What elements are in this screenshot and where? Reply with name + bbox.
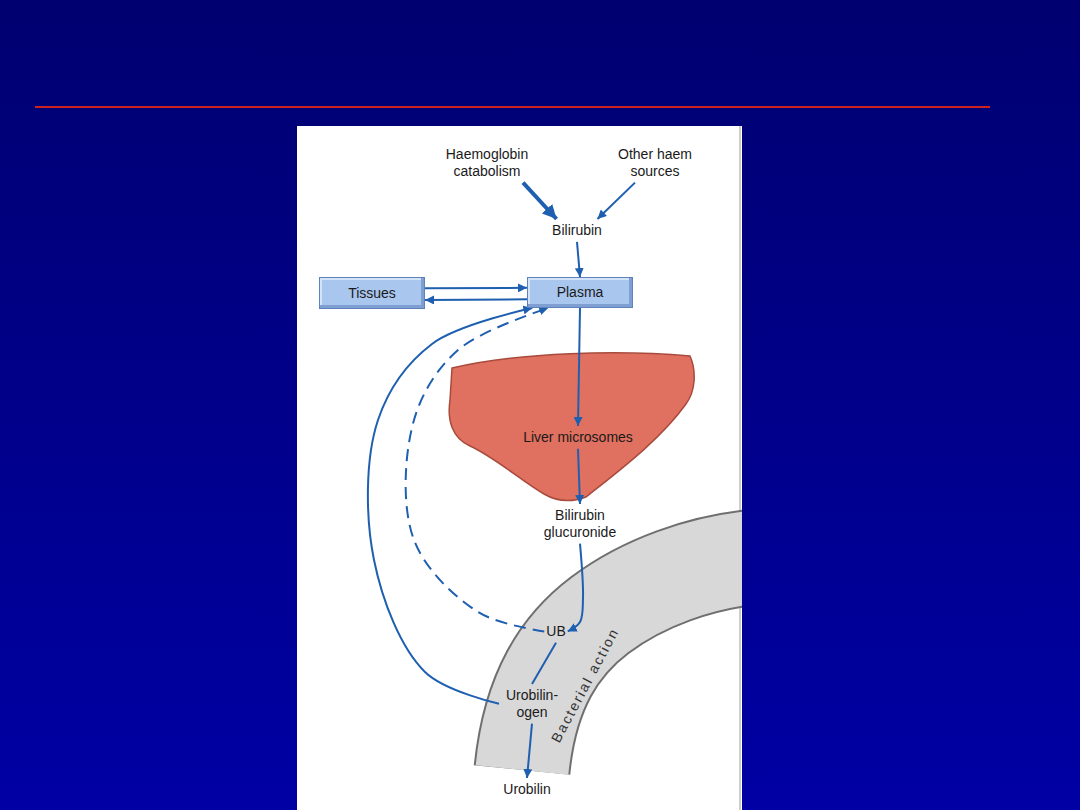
source-text: Haemoglobin catabolism — [427, 143, 547, 183]
intestine-wall — [522, 556, 742, 770]
title-rule — [35, 106, 990, 108]
compound-text: Urobilin- ogen — [499, 684, 565, 724]
flow-arrow — [568, 544, 583, 632]
flow-arrow — [527, 724, 532, 778]
node-text: Bilirubin glucuronide — [532, 507, 628, 541]
process-label: Bacterial action — [548, 625, 622, 745]
flow-arrow — [532, 643, 556, 684]
panel-edge — [740, 126, 741, 810]
flow-arrow — [425, 287, 527, 289]
source-text: Other haem sources — [605, 143, 705, 183]
node-text: Plasma — [557, 284, 604, 301]
intestine-lumen — [522, 556, 742, 770]
flow-arrow — [578, 308, 580, 426]
node-text: Bilirubin — [552, 222, 602, 239]
figure-panel — [297, 126, 742, 810]
node-text: Tissues — [348, 285, 396, 302]
flow-arrow — [523, 183, 557, 219]
node-text: UB — [546, 623, 565, 640]
liver-illustration — [449, 353, 694, 501]
flow-arrow — [425, 298, 527, 301]
compound-text: UB — [544, 620, 567, 643]
compound-text: Bilirubin glucuronide — [530, 504, 630, 544]
node-text: Haemoglobin catabolism — [429, 146, 545, 180]
flow-arrow — [578, 449, 580, 504]
compartment-box: Tissues — [319, 277, 425, 309]
node-text: Urobilin- ogen — [501, 687, 563, 721]
node-text: Liver microsomes — [523, 429, 633, 446]
dashed-arrow — [406, 308, 549, 631]
intestine-illustration — [522, 556, 742, 770]
compartment-box: Plasma — [527, 277, 633, 308]
organelle-text: Liver microsomes — [521, 426, 635, 449]
flow-arrow — [577, 242, 580, 277]
flow-arrow — [597, 183, 635, 219]
compound-text: Bilirubin — [550, 219, 604, 242]
flow-arrow — [368, 308, 532, 704]
compound-text: Urobilin — [501, 778, 552, 801]
node-text: Other haem sources — [607, 146, 703, 180]
node-text: Urobilin — [503, 781, 550, 798]
